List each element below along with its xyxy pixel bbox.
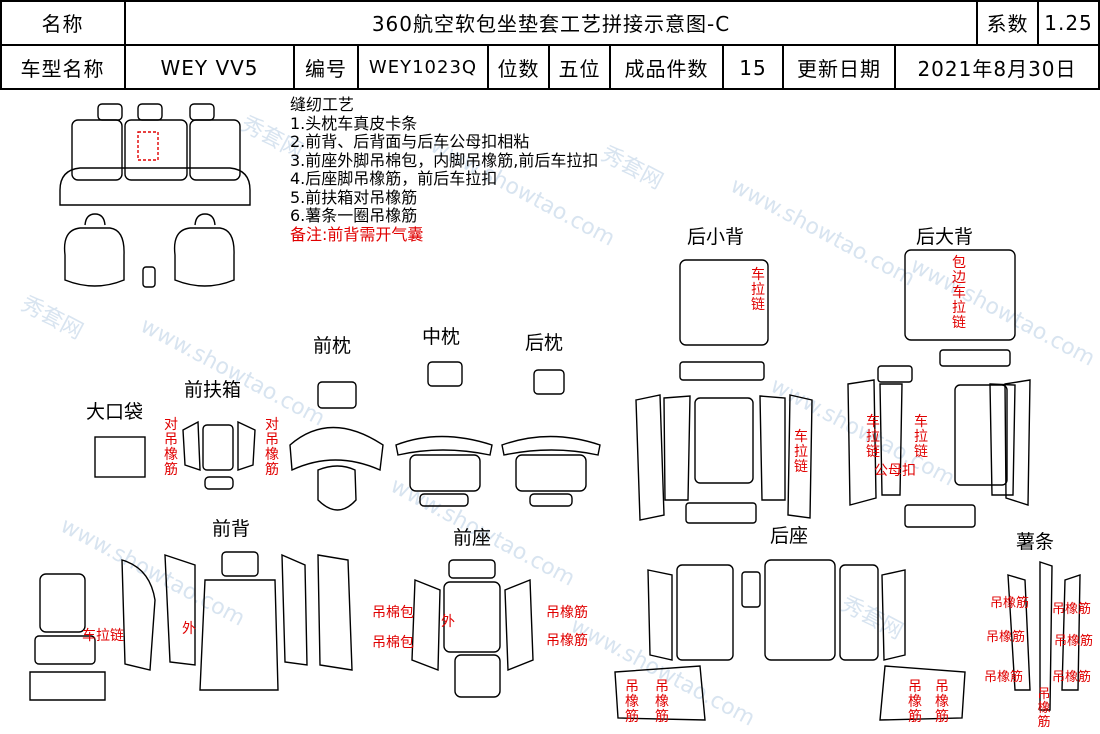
note-item: 5.前扶箱对吊橡筋 [290,187,418,207]
code-value: WEY1023Q [368,57,478,78]
annotation-car-zip: 车拉链 [751,267,765,313]
date-value: 2021年8月30日 [917,57,1077,81]
rear-seat-pieces [614,559,966,721]
seats-value: 五位 [558,57,601,81]
annotation-hang-cotton: 吊棉包 [372,635,414,651]
note-item: 1.头枕车真皮卡条 [290,113,418,133]
pieces-value: 15 [739,55,767,80]
annotation-hang-cotton: 吊棉包 [372,605,414,621]
coef-label: 系数 [986,12,1029,36]
annotation-car-zip: 车拉链 [794,429,808,475]
annotation-edge-car-zip: 包边车拉链 [952,255,966,331]
front-seat-pieces [411,559,534,698]
annotation-car-zip: 车拉链 [82,628,124,644]
annotation-opposite-hang-elastic: 对吊橡筋 [164,417,178,478]
model-label: 车型名称 [20,57,105,81]
annotation-hang-elastic: 吊橡筋 [1052,602,1092,617]
annotation-hang-elastic: 吊橡筋 [908,679,922,725]
label-mid-pillow: 中枕 [422,326,461,348]
fries-strip-pieces [1007,561,1081,711]
label-big-pocket: 大口袋 [86,401,144,423]
sewing-notes: 缝纫工艺 1.头枕车真皮卡条 2.前背、后背面与后车公母扣相粘 3.前座外脚吊棉… [290,95,599,244]
note-item: 6.薯条一圈吊橡筋 [290,206,418,225]
annotation-hang-elastic: 吊橡筋 [990,596,1030,611]
pillow-pieces [289,361,601,511]
annotation-hang-elastic: 吊橡筋 [984,670,1024,685]
rear-large-back-pieces [847,249,1031,528]
pocket-piece [94,436,146,478]
annotation-hang-elastic: 吊橡筋 [1037,687,1051,730]
front-back-pieces [29,551,353,701]
annotation-outer: 外 [441,614,455,630]
coef-value: 1.25 [1044,10,1093,35]
annotation-hang-elastic: 吊橡筋 [655,679,669,725]
annotation-car-zip: 车拉链 [914,414,928,460]
annotation-hang-elastic: 吊橡筋 [935,679,949,725]
annotation-car-zip: 车拉链 [866,414,880,460]
annotation-hang-elastic: 吊橡筋 [546,633,588,649]
annotation-outer: 外 [182,621,196,637]
annotation-hang-elastic: 吊橡筋 [1052,670,1092,685]
label-rear-seat: 后座 [770,525,809,547]
rear-small-back-pieces [635,259,813,524]
pieces-label: 成品件数 [624,57,709,81]
label-rear-small-back: 后小背 [687,226,745,248]
page-title: 360航空软包坐垫套工艺拼接示意图-C [371,12,731,36]
seats-label: 位数 [497,57,540,81]
annotation-hang-elastic: 吊橡筋 [546,605,588,621]
note-item: 2.前背、后背面与后车公母扣相粘 [290,132,530,151]
label-front-armrest: 前扶箱 [184,379,242,401]
armrest-pieces [182,420,256,490]
annotation-hang-elastic: 吊橡筋 [986,630,1026,645]
note-item: 3.前座外脚吊棉包，内脚吊橡筋,前后车拉扣 [290,150,599,170]
label-front-back: 前背 [212,518,251,540]
header-table: 名称 360航空软包坐垫套工艺拼接示意图-C 系数 1.25 车型名称 WEY … [0,0,1100,90]
label-rear-pillow: 后枕 [525,332,564,354]
annotation-hang-elastic: 吊橡筋 [625,679,639,725]
seat-overview-diagram [59,103,251,288]
date-label: 更新日期 [797,57,881,81]
model-value: WEY VV5 [160,55,259,80]
notes-title: 缝纫工艺 [290,95,355,114]
annotation-opposite-hang-elastic: 对吊橡筋 [265,417,279,478]
code-label: 编号 [305,57,347,81]
notes-remark: 备注:前背需开气囊 [290,224,424,244]
label-rear-large-back: 后大背 [916,226,974,248]
annotation-male-female-buckle: 公母扣 [874,463,916,479]
note-item: 4.后座脚吊橡筋，前后车拉扣 [290,169,498,188]
label-front-pillow: 前枕 [313,335,352,357]
annotation-hang-elastic: 吊橡筋 [1054,634,1094,649]
label-fries-strip: 薯条 [1016,531,1055,553]
name-label: 名称 [41,12,84,36]
label-front-seat: 前座 [453,527,492,549]
